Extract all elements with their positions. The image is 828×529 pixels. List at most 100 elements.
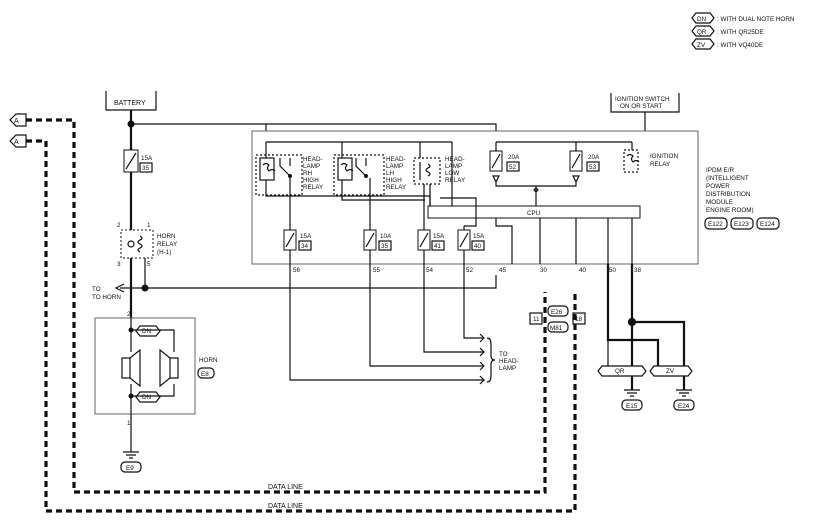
lh-relay-contact	[364, 174, 368, 178]
horn-dn-tag-bottom-label: DN	[142, 394, 152, 401]
ignition-relay-coil	[626, 153, 640, 163]
zv-tag	[649, 365, 693, 377]
rh-relay-label-5: RELAY	[303, 184, 324, 191]
lamp-fuse-40-number: 40	[474, 243, 482, 250]
ignition-relay-label-1: IGNITION	[650, 153, 678, 160]
to-horn-label: TO HORN	[92, 294, 121, 301]
lamp-fuse-34-element	[285, 232, 295, 248]
ground-terminals-internal	[607, 218, 633, 264]
horn-internal-bottom	[131, 384, 175, 397]
fuse-53-number: 53	[589, 164, 597, 171]
to-horn-label-1: TO	[92, 286, 101, 293]
battery: BATTERY	[105, 91, 157, 111]
lh-relay-label-1: HEAD-	[386, 156, 406, 163]
ipdm-connector-box-1	[704, 217, 728, 230]
headlamp-wire-52	[463, 250, 484, 339]
horn-relay-contact	[127, 240, 135, 248]
terminal-45: 45	[499, 267, 507, 274]
horn-dn-junction-bottom	[128, 393, 134, 399]
connector-a-lower-label: A	[14, 139, 19, 146]
joint-bottom-box	[547, 321, 569, 333]
ground-e15-box	[621, 399, 643, 411]
ipdm-connector-box-3	[756, 217, 780, 230]
horn-speaker-left-body	[121, 357, 131, 379]
qr-tag-label: QR	[615, 368, 625, 375]
ground-wire-38	[630, 264, 686, 366]
horn-internal-top	[131, 329, 175, 352]
ipdm-label-4: DISTRIBUTION	[706, 191, 751, 198]
headlamp-label-2: HEAD-	[499, 358, 519, 365]
fuse-52-element	[491, 153, 501, 169]
lamp-fuse-34-number: 34	[301, 243, 309, 250]
horn-pin-1: 1	[127, 420, 131, 427]
horn-fuse-number: 35	[142, 165, 150, 172]
lamp-fuse-35-number-box	[378, 240, 392, 251]
lh-relay-coil-box	[337, 157, 353, 181]
horn-assembly: 2 1 DN DN HORN E8	[94, 311, 218, 427]
rh-relay-coil-box	[259, 157, 275, 181]
ignition-relay: IGNITION RELAY	[623, 149, 678, 173]
low-relay-label-4: RELAY	[445, 177, 466, 184]
horn-speaker-right-cone	[159, 348, 171, 388]
ignition-switch: IGNITION SWITCH ON OR START	[610, 93, 680, 113]
lamp-fuse-41-number-box	[431, 240, 445, 251]
terminal-55: 55	[373, 267, 381, 274]
ipdm-connector-2: E123	[734, 221, 749, 228]
fuse-52-number-box	[506, 161, 520, 172]
legend-qr-text: : WITH QR25DE	[717, 29, 764, 36]
cpu-input-resistor	[533, 187, 539, 193]
low-relay-to-cpu	[429, 142, 453, 206]
lamp-fuses: 15A 34 10A 35 15A 41 15A 40	[283, 229, 485, 251]
rh-relay-label-4: HIGH	[303, 177, 319, 184]
terminal-52: 52	[466, 267, 474, 274]
horn-relay-label-1: HORN	[157, 233, 176, 240]
lh-relay-label-3: LH	[386, 170, 395, 177]
ignition-relay-label-2: RELAY	[650, 161, 671, 168]
relay-feed-bus	[265, 141, 452, 158]
ground-symbol-e15	[624, 389, 640, 397]
horn-dn-tag-top-label: DN	[142, 328, 152, 335]
ground-e24-label: E24	[678, 403, 690, 410]
connector-a-upper-label: A	[14, 118, 19, 125]
to-horn-arrow	[114, 283, 125, 293]
horn-relay-pin-1: 1	[147, 222, 151, 229]
low-relay-label-2: LAMP	[445, 163, 462, 170]
lh-relay-frame	[333, 154, 385, 196]
data-line-label-inner: DATA LINE	[268, 484, 303, 491]
rh-relay-label-3: RH	[303, 170, 313, 177]
lamp-fuse-40-element	[459, 232, 469, 248]
lamp-fuse-35-element	[365, 232, 375, 248]
fuse-53-number-box	[586, 161, 600, 172]
horn-relay-number: (H-1)	[157, 249, 171, 256]
cpu-block	[427, 205, 641, 219]
horn-speaker-left-cone	[129, 348, 141, 388]
joint-top-label: E26	[551, 309, 563, 316]
horn-relay-pin-5: 5	[147, 261, 151, 268]
fuse-53-element	[571, 153, 581, 169]
horn-label: HORN	[199, 357, 218, 364]
ground-symbol-e24	[676, 389, 692, 397]
ipdm-connector-3: E124	[760, 221, 775, 228]
low-relay-symbol	[419, 162, 431, 180]
horn-connector-box	[197, 367, 215, 379]
joint-bottom-label: M81	[550, 325, 563, 332]
horn-relay-pin-3: 3	[117, 261, 121, 268]
lamp-fuse-41-rating: 15A	[433, 233, 445, 240]
terminal-54: 54	[426, 267, 434, 274]
legend: DN : WITH DUAL NOTE HORN QR : WITH QR25D…	[691, 12, 795, 50]
horn-fuse-element	[125, 152, 137, 170]
data-line-outer	[26, 139, 577, 513]
connector-a-lower	[9, 134, 27, 148]
joint-left-label: 11	[533, 316, 540, 323]
fuse-53-rating: 20A	[588, 154, 600, 161]
legend-dn-text: : WITH DUAL NOTE HORN	[717, 16, 795, 23]
legend-qr-code: QR	[697, 29, 707, 36]
headlamp-arrows	[479, 333, 485, 385]
legend-zv-text: : WITH VQ40DE	[717, 42, 763, 49]
ground-symbol-main	[123, 451, 139, 459]
zv-tag-label: ZV	[666, 368, 675, 375]
fuse-outputs-to-cpu	[495, 182, 577, 206]
joint-left-box	[529, 312, 543, 325]
lamp-fuse-40-rating: 15A	[473, 233, 485, 240]
